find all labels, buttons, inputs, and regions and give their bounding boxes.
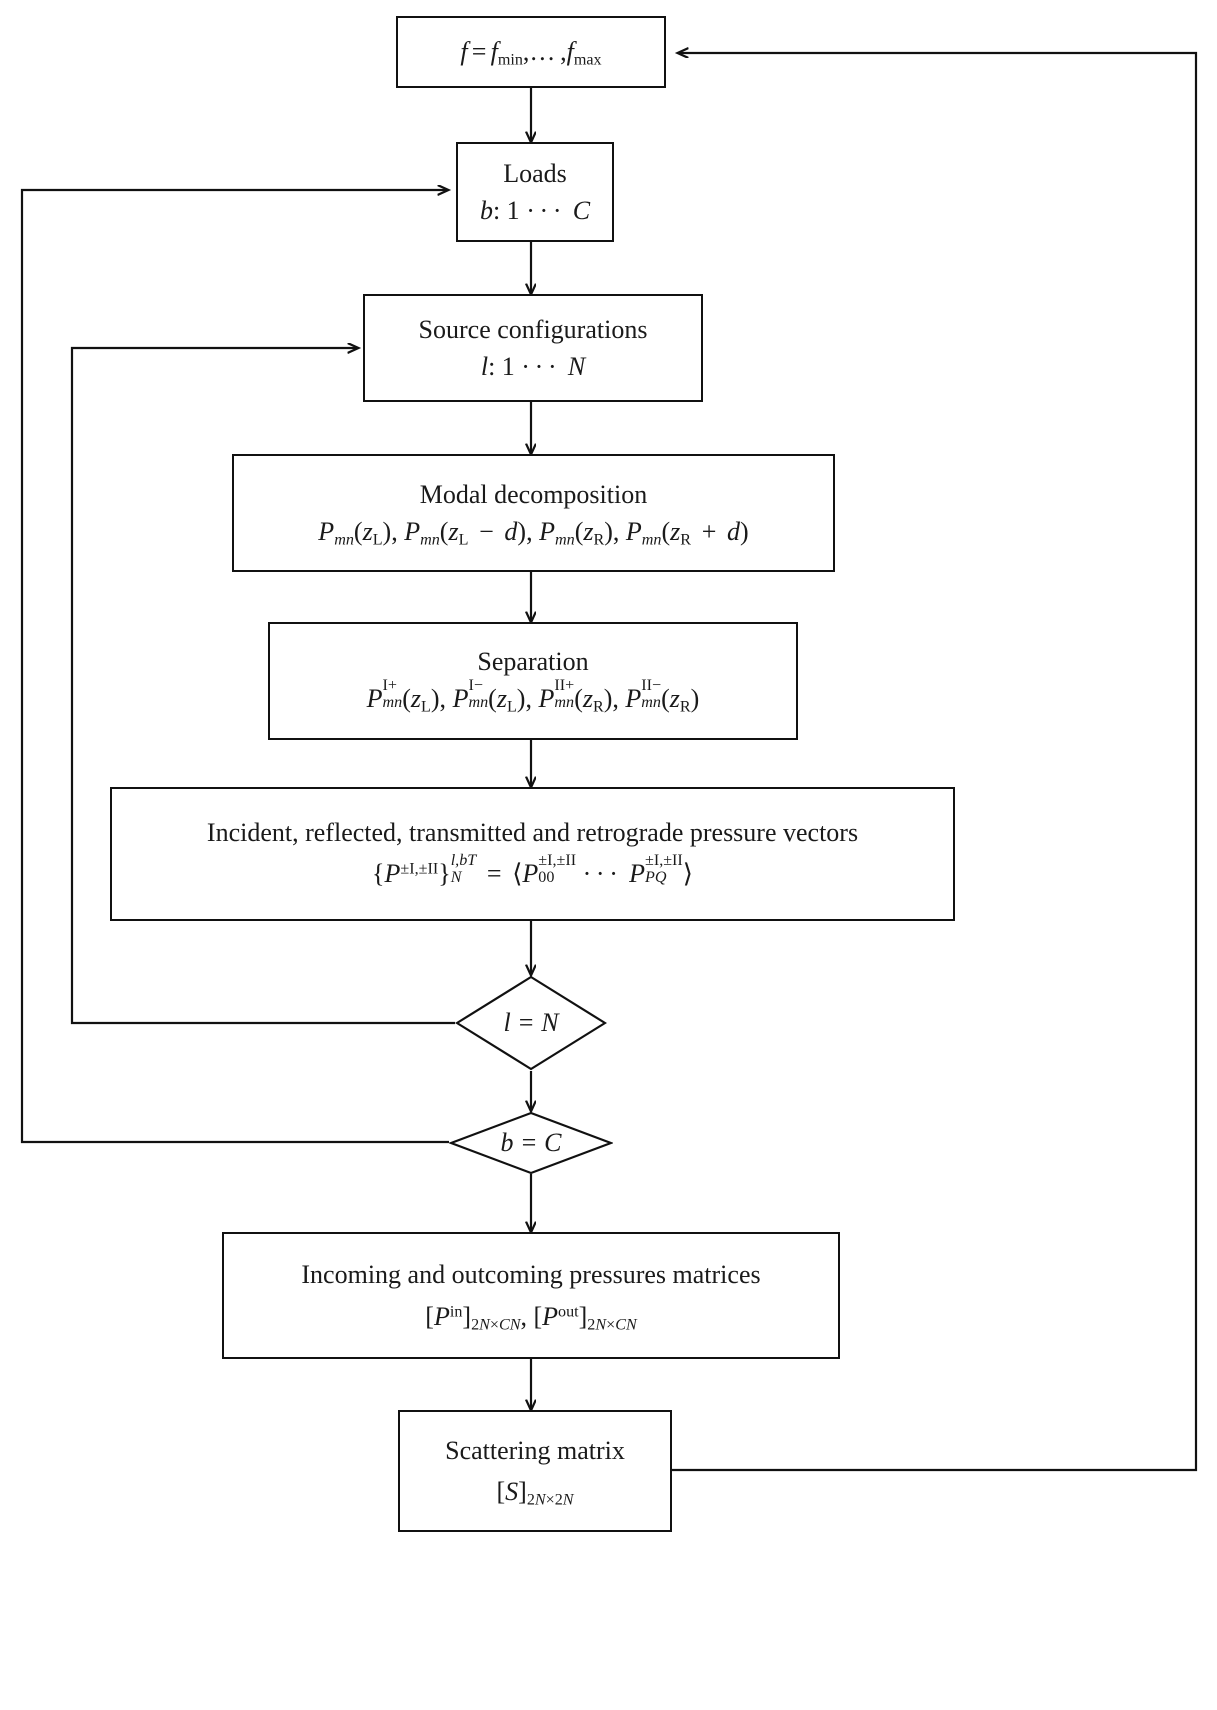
loads-range: b: 1 ··· C <box>479 196 591 225</box>
scattering-matrix-formula: [S]2N×2N <box>496 1477 574 1509</box>
decision-l-equals-n-label: l = N <box>503 1008 559 1037</box>
node-pressure-matrices[interactable]: Incoming and outcoming pressures matrice… <box>222 1232 840 1359</box>
node-frequency-loop[interactable]: f=fmin,…,fmax <box>396 16 666 88</box>
source-configurations-title: Source configurations <box>418 314 648 344</box>
modal-decomposition-title: Modal decomposition <box>419 479 648 509</box>
pressure-vectors-title: Incident, reflected, transmitted and ret… <box>206 817 859 847</box>
pressure-matrices-title: Incoming and outcoming pressures matrice… <box>301 1260 761 1290</box>
scattering-matrix-title: Scattering matrix <box>445 1435 625 1465</box>
frequency-loop-expression: f=fmin,…,fmax <box>460 37 602 69</box>
decision-b-equals-c-label: b = C <box>500 1128 562 1157</box>
node-modal-decomposition[interactable]: Modal decomposition Pmn(zL), Pmn(zL − d)… <box>232 454 835 572</box>
node-scattering-matrix[interactable]: Scattering matrix [S]2N×2N <box>398 1410 672 1532</box>
source-configurations-range: l: 1 ··· N <box>480 352 586 381</box>
decision-diamond-shape <box>449 1111 613 1175</box>
node-decision-b-equals-c[interactable]: b = C <box>449 1111 613 1175</box>
node-source-configurations[interactable]: Source configurations l: 1 ··· N <box>363 294 703 402</box>
modal-decomposition-formula: Pmn(zL), Pmn(zL − d), Pmn(zR), Pmn(zR + … <box>318 517 749 549</box>
node-decision-l-equals-n[interactable]: l = N <box>455 975 607 1071</box>
loads-title: Loads <box>503 158 567 188</box>
pressure-matrices-formula: [Pin]2N×CN, [Pout]2N×CN <box>425 1301 637 1333</box>
decision-diamond-shape <box>455 975 607 1071</box>
node-loads[interactable]: Loads b: 1 ··· C <box>456 142 614 242</box>
node-pressure-vectors[interactable]: Incident, reflected, transmitted and ret… <box>110 787 955 921</box>
separation-title: Separation <box>477 646 589 676</box>
